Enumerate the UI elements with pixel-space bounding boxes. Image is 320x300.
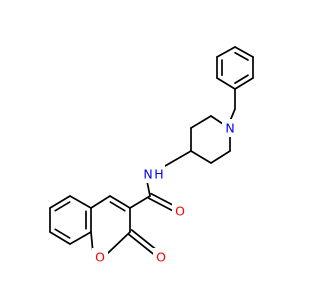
atom-o-carbonyl: O [175,204,185,219]
piperidine-bond [190,150,212,164]
piperidine-bond [190,115,212,129]
amide-carbonyl-double-bond-a [147,197,173,212]
benzo-bond [49,195,71,209]
phenyl-double-bond [234,74,249,84]
nh-carbonyl-bond [146,180,151,197]
atom-label-layer: N H N O O O [92,119,238,266]
bond-layer [49,46,254,255]
phenyl-bond [216,46,236,58]
carbonyl-o-bg [172,202,188,220]
lactone-carbonyl-double-bond-b [130,229,158,251]
benzo-bond [69,231,92,245]
atom-n-amide: N [143,167,152,182]
phenyl-bond [216,77,236,90]
c4-c3-bond [109,195,131,209]
benzo-double-bond [54,228,71,239]
atom-o-ring: O [95,250,105,265]
lactone-carbonyl-double-bond-a [127,233,155,255]
amide-n-bg [141,165,165,183]
c4-nh-bond [164,150,192,167]
amide-c3-bond [129,195,151,209]
benzo-bond [69,195,92,209]
c2-o1-bond [107,231,131,254]
piperidine-n-bg [222,119,238,137]
atom-n-piperidine: N [225,121,234,136]
lactone-o-bg [153,248,169,266]
atom-h-amide: H [154,167,163,182]
amide-carbonyl-double-bond-b [150,192,176,207]
phenyl-bond [234,77,254,90]
phenyl-double-bond [234,51,249,61]
structure-diagram: N H N O O O [49,46,254,266]
c4a-c4-bond [90,195,111,209]
phenyl-bond [234,46,254,58]
c3-c4-double-bond [109,201,126,212]
ring-o-bg [92,248,108,266]
molecule-canvas: N H N O O O [49,46,254,266]
piperidine-bond [210,150,231,164]
piperidine-bond [210,115,224,125]
benzo-bond [49,231,71,245]
atom-o-lactone: O [156,250,166,265]
benzo-double-bond [54,201,71,212]
